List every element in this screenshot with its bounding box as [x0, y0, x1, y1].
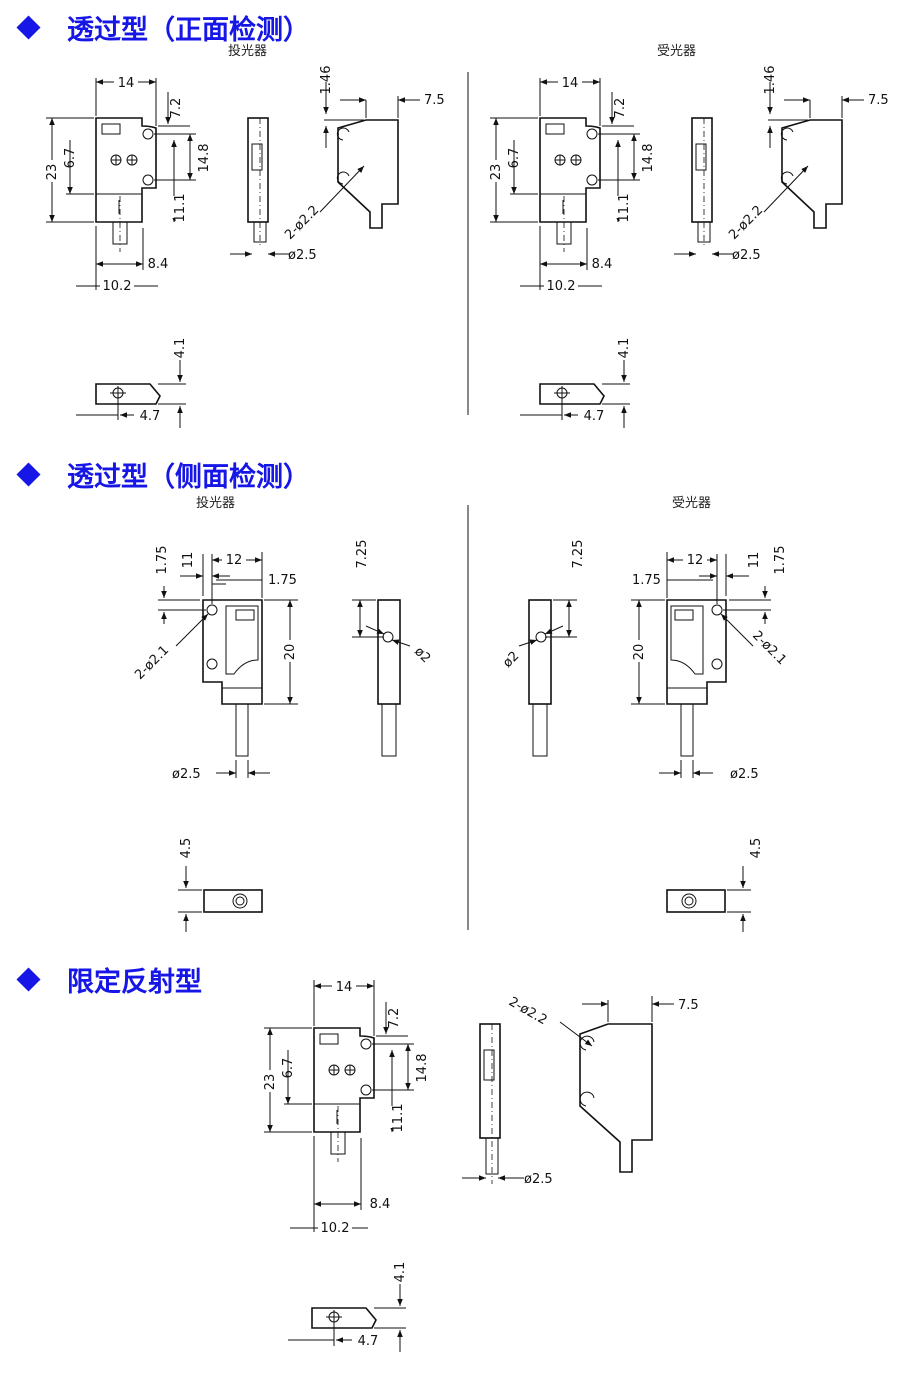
receiver-label: 受光器 — [657, 44, 697, 59]
front-emitter-top-view: 4.1 4.7 — [76, 338, 188, 428]
dim-6-7: 6.7 — [281, 1058, 296, 1079]
dim-14: 14 — [336, 980, 353, 995]
section-heading-front: 透过型（正面检测） — [16, 8, 310, 47]
dim-1-75: 1.75 — [773, 546, 788, 575]
dim-4-7: 4.7 — [584, 409, 605, 424]
dim-11-1: 11.1 — [617, 194, 632, 223]
section-title: 透过型（正面检测） — [67, 15, 310, 46]
dim-4-1: 4.1 — [617, 338, 632, 359]
section-title: 限定反射型 — [67, 967, 202, 998]
front-emitter-oblique-view: 7.5 1.46 2-ø2.2 — [282, 66, 444, 243]
dim-8-4: 8.4 — [592, 257, 613, 272]
dim-dia-2-5: ø2.5 — [732, 248, 761, 263]
dim-dia-2-5: ø2.5 — [730, 767, 759, 782]
section-heading-reflective: 限定反射型 — [16, 960, 202, 999]
dim-10-2: 10.2 — [547, 279, 576, 294]
dim-8-4: 8.4 — [148, 257, 169, 272]
dim-14-8: 14.8 — [415, 1054, 430, 1083]
side-emitter-top-view: 4.5 — [178, 838, 263, 932]
dim-20: 20 — [283, 644, 298, 661]
dim-hole-2-1: 2-ø2.1 — [132, 643, 172, 683]
dim-1-75: 1.75 — [155, 546, 170, 575]
dim-7-2: 7.2 — [169, 98, 184, 119]
dim-7-5: 7.5 — [868, 93, 889, 108]
dim-hole-2-1: 2-ø2.1 — [749, 628, 789, 668]
side-emitter-front-view: 12 11 1.75 1.75 20 2-ø2.1 ø2.5 — [132, 546, 298, 782]
dim-7-2: 7.2 — [387, 1008, 402, 1029]
dim-14-8: 14.8 — [197, 144, 212, 173]
dim-7-25: 7.25 — [355, 540, 370, 569]
dim-1-46: 1.46 — [319, 66, 334, 95]
dim-10-2: 10.2 — [321, 1221, 350, 1236]
dim-6-7: 6.7 — [507, 148, 522, 169]
dim-7-5: 7.5 — [424, 93, 445, 108]
dim-11-1: 11.1 — [391, 1104, 406, 1133]
dim-4-1: 4.1 — [173, 338, 188, 359]
dim-4-7: 4.7 — [358, 1334, 379, 1349]
dim-dia-2-5: ø2.5 — [172, 767, 201, 782]
dim-hole-2-2: 2-ø2.2 — [506, 994, 550, 1028]
dim-7-5: 7.5 — [678, 998, 699, 1013]
side-receiver-drawings — [518, 552, 771, 932]
section-heading-side: 透过型（侧面检测） — [16, 455, 310, 494]
side-emitter-side-view: 7.25 ø2 — [352, 540, 433, 757]
front-emitter-front-view: 14 23 6.7 7.2 14.8 11.1 8.4 10.2 — [44, 75, 212, 294]
dim-7-2: 7.2 — [613, 98, 628, 119]
front-receiver-drawings: 14 23 6.7 7.2 14.8 11.1 8.4 10.2 ø2.5 — [488, 66, 889, 428]
dim-1-46: 1.46 — [763, 66, 778, 95]
receiver-label: 受光器 — [672, 496, 712, 511]
reflective-drawings: 14 23 6.7 7.2 14.8 11.1 8.4 10.2 ø2.5 — [262, 979, 699, 1352]
emitter-label: 投光器 — [196, 496, 236, 511]
dim-8-4: 8.4 — [370, 1197, 391, 1212]
front-emitter-side-view: ø2.5 — [230, 117, 317, 263]
dim-10-2: 10.2 — [103, 279, 132, 294]
dim-23: 23 — [263, 1074, 278, 1091]
dim-23: 23 — [45, 164, 60, 181]
dim-12: 12 — [226, 553, 243, 568]
dim-11: 11 — [181, 552, 196, 569]
section-title: 透过型（侧面检测） — [67, 462, 310, 493]
dim-dia-2: ø2 — [411, 644, 433, 666]
dim-20: 20 — [632, 644, 647, 661]
side-receiver-labels: 12 11 1.75 1.75 20 2-ø2.1 ø2.5 7.25 ø2 4… — [500, 540, 789, 859]
dim-23: 23 — [489, 164, 504, 181]
dim-dia-2-5: ø2.5 — [288, 248, 317, 263]
dim-1-75: 1.75 — [268, 573, 297, 588]
dim-hole-2-2: 2-ø2.2 — [726, 203, 766, 243]
dim-hole-2-2: 2-ø2.2 — [282, 203, 322, 243]
dim-14: 14 — [118, 76, 135, 91]
dim-12: 12 — [687, 553, 704, 568]
dim-14-8: 14.8 — [641, 144, 656, 173]
dim-dia-2: ø2 — [500, 649, 522, 671]
dim-7-25: 7.25 — [571, 540, 586, 569]
dim-dia-2-5: ø2.5 — [524, 1172, 553, 1187]
dim-4-5: 4.5 — [749, 838, 764, 859]
dim-4-1: 4.1 — [393, 1262, 408, 1283]
dim-11: 11 — [747, 552, 762, 569]
dim-11-1: 11.1 — [173, 194, 188, 223]
dim-1-75: 1.75 — [632, 573, 661, 588]
dim-6-7: 6.7 — [63, 148, 78, 169]
dim-14: 14 — [562, 76, 579, 91]
emitter-label: 投光器 — [228, 44, 268, 59]
dim-4-7: 4.7 — [140, 409, 161, 424]
dim-4-5: 4.5 — [179, 838, 194, 859]
